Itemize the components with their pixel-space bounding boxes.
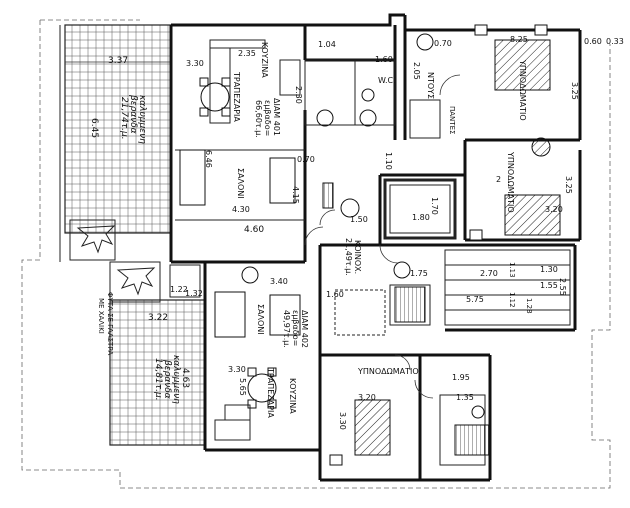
dining-table-bottom	[247, 367, 277, 409]
label-diam401: ΔΙΑΜ 401	[272, 98, 281, 136]
dim-113: 1.13	[508, 262, 516, 278]
label-koinoxrista: ΚΟΙΝΟΧ.	[353, 240, 362, 274]
veranda-bottom	[109, 299, 206, 446]
label-kouzina-bot: ΚΟΥΖΙΝΑ	[288, 378, 297, 414]
dim-175: 1.75	[410, 269, 428, 278]
label-veranta-bot: βερανδα	[162, 359, 172, 399]
dim-135: 1.35	[456, 393, 474, 402]
label-emvado2: εμβαδο=	[291, 310, 300, 346]
label-pantes: ΠΑΝΤΕΣ	[448, 106, 456, 134]
dim-130: 1.30	[540, 265, 558, 274]
dim-825: 8.25	[510, 35, 528, 44]
label-kouzina-top: ΚΟΥΖΙΝΑ	[260, 42, 269, 78]
label-emvado1: εμβαδο=	[263, 100, 272, 136]
dim-320: 3.20	[545, 205, 563, 214]
dining-table-top	[199, 77, 231, 117]
dim-060: 0.60	[584, 37, 602, 46]
dim-170: 1.70	[430, 197, 439, 215]
dim-160a: 1.60	[375, 55, 393, 64]
label-ypnodomatio-2: ΥΠΝΟΔΩΜΑΤΙΟ	[506, 151, 515, 213]
label-fyta: ΦΥΤΑ ΣΕ ΓΛΑΣΤΡΑ	[106, 292, 114, 356]
dim-325a: 3.25	[570, 82, 579, 100]
dim-070b: 0.70	[434, 39, 452, 48]
dim-430: 4.30	[232, 205, 250, 214]
dim-122: 1.22	[170, 285, 188, 294]
label-veranta-top: βερανδα	[128, 94, 138, 134]
door-swings	[304, 74, 461, 399]
dim-110: 1.10	[384, 152, 393, 170]
dim-575: 5.75	[466, 295, 484, 304]
dim-415: 4.15	[291, 186, 300, 204]
sanitary	[316, 33, 551, 456]
dim-132: 1.32	[185, 289, 203, 298]
dim-330c: 3.30	[338, 412, 347, 430]
label-area-diam402: 49,97τ.μ.	[282, 310, 291, 348]
dim-128: 1.28	[525, 298, 533, 314]
label-ypnodomatio-bot: ΥΠΝΟΔΩΜΑΤΙΟ	[357, 367, 419, 376]
label-xalki: ΜΕ ΧΑΛΙΚΙ	[97, 298, 105, 334]
dim-104: 1.04	[318, 40, 336, 49]
dim-320b: 3.20	[358, 393, 376, 402]
labels: 3.37 6.45 καλυμμενη βερανδα 21,74τ.μ. 1.…	[89, 35, 624, 430]
dim-340: 3.40	[270, 277, 288, 286]
label-saloni-top: ΣΑΛΟΝΙ	[236, 168, 245, 199]
label-area-bot: 14,81τ.μ.	[153, 358, 163, 401]
label-wc-top: W.C.	[378, 76, 396, 85]
dim-070: 0.70	[297, 155, 315, 164]
walls	[169, 13, 582, 482]
label-ypnodomatio-1: ΥΠΝΟΔΩΜΑΤΙΟ	[518, 59, 527, 121]
dim-160b: 1.60	[326, 290, 344, 299]
label-room-number-2: 2	[496, 175, 501, 184]
beds	[329, 24, 561, 466]
label-trapezaria-bot: ΤΡΑΠΕΖΑΡΙΑ	[266, 367, 275, 418]
dim-322: 3.22	[148, 313, 168, 323]
label-kalymmeni-bot: καλυμμενη	[171, 355, 181, 404]
label-ntous: ΝΤΟΥΣ	[426, 72, 435, 99]
dim-180: 1.80	[412, 213, 430, 222]
label-trapezaria-top: ΤΡΑΠΕΖΑΡΙΑ	[232, 71, 241, 122]
dim-150: 1.50	[350, 215, 368, 224]
label-kalymmeni-top: καλυμμενη	[137, 95, 147, 144]
dim-112: 1.12	[508, 292, 516, 308]
label-area-diam401: 66,60τ.μ.	[254, 100, 263, 138]
dim-645: 6.45	[89, 118, 99, 138]
label-diam402: ΔΙΑΜ 402	[300, 310, 309, 348]
dim-155: 1.55	[540, 281, 558, 290]
label-area-top: 21,74τ.μ.	[119, 97, 129, 140]
dim-460: 4.60	[244, 225, 264, 235]
sofas	[179, 149, 301, 338]
dim-270: 2.70	[480, 269, 498, 278]
dim-565: 5.65	[238, 378, 247, 396]
dim-235: 2.35	[238, 49, 256, 58]
dim-033: 0.33	[606, 37, 624, 46]
plant-pots	[69, 219, 201, 303]
dim-230: 2.30	[294, 86, 303, 104]
dim-255: 2.55	[558, 278, 567, 296]
dim-325b: 3.25	[564, 176, 573, 194]
dim-646: 6.46	[204, 150, 213, 168]
dim-337: 3.37	[108, 56, 128, 66]
dim-463: 4.63	[180, 368, 190, 388]
dim-330a: 3.30	[186, 59, 204, 68]
dim-205: 2.05	[412, 62, 421, 80]
label-saloni-bot: ΣΑΛΟΝΙ	[256, 304, 265, 335]
site-outline	[21, 19, 611, 489]
dim-195: 1.95	[452, 373, 470, 382]
dim-330b: 3.30	[228, 365, 246, 374]
label-area-koinoxrista: 21,49τ.μ.	[344, 238, 353, 276]
